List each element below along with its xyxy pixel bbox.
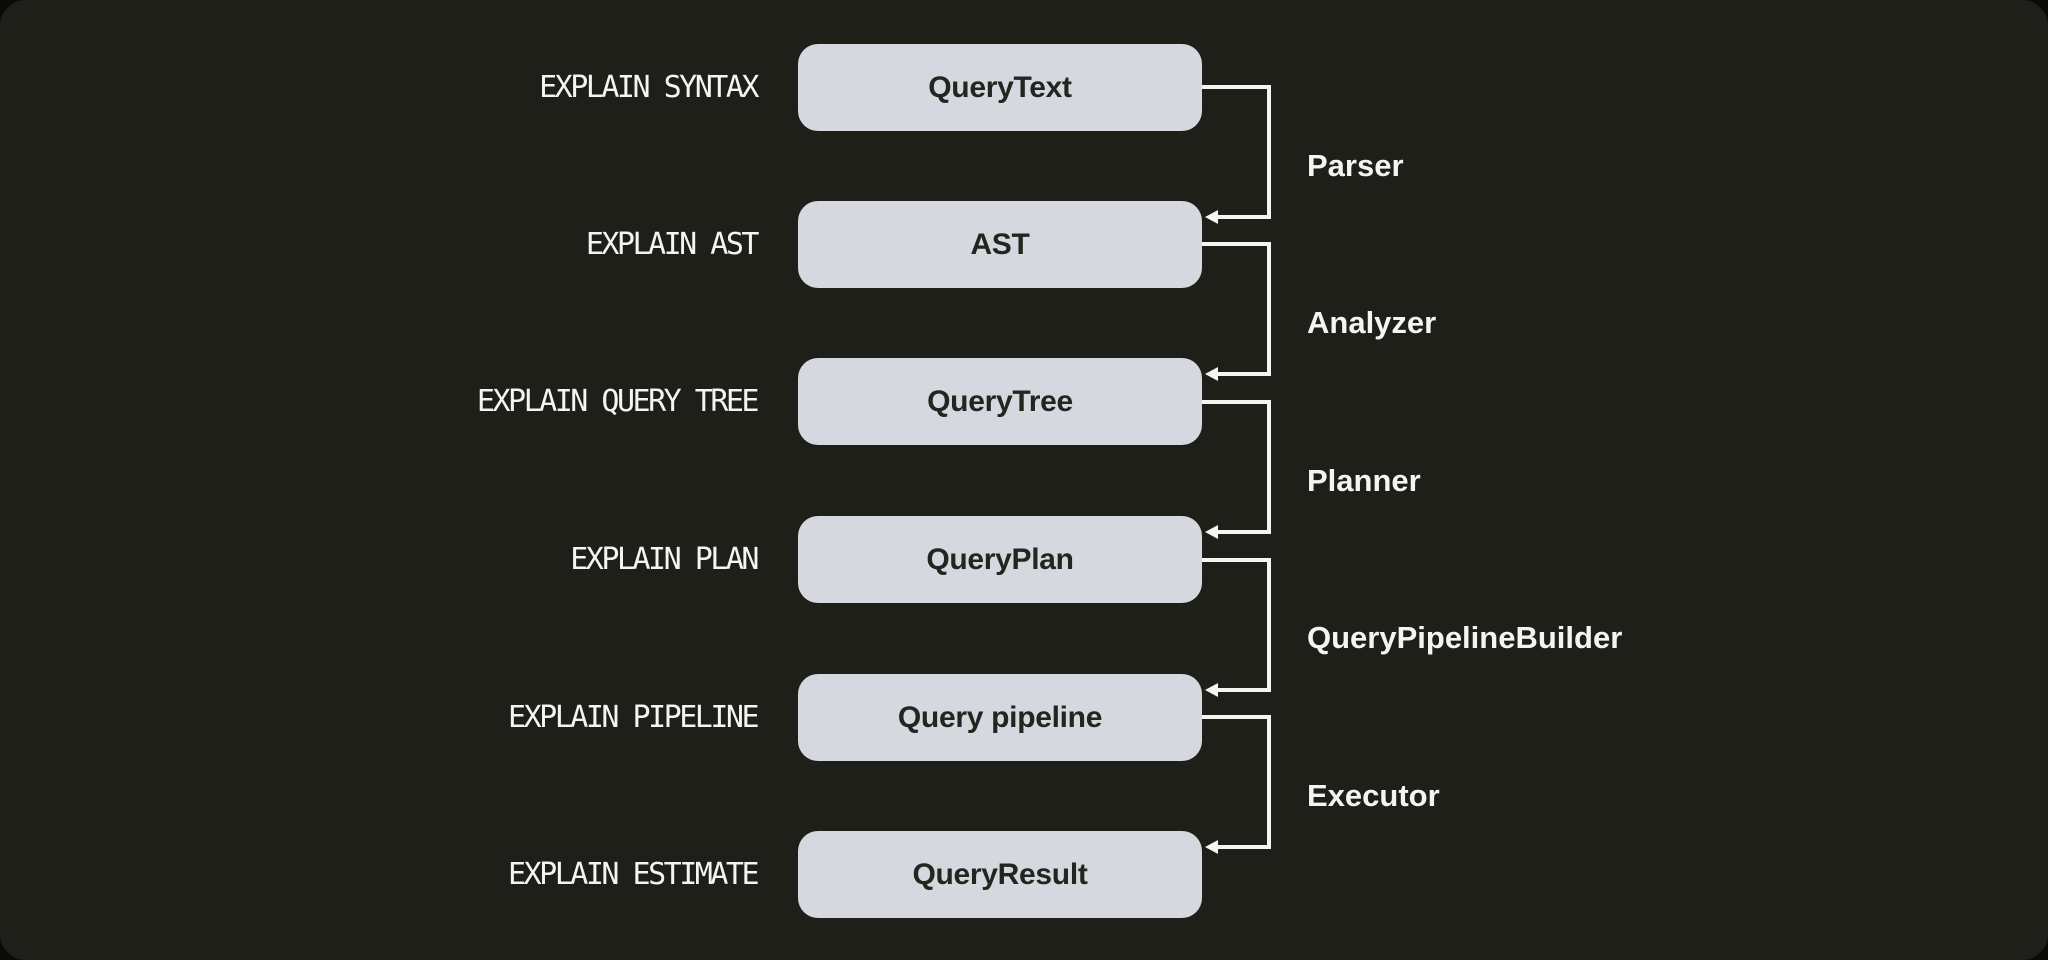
arrow-left-icon — [1205, 683, 1218, 697]
connector-line — [1267, 242, 1271, 376]
explain-command-label: EXPLAIN QUERY TREE — [476, 384, 760, 419]
connector-line — [1202, 558, 1271, 562]
connector-line — [1267, 400, 1271, 534]
stage-box-query-pipeline: Query pipeline — [798, 674, 1202, 761]
stage-box-querytree: QueryTree — [798, 358, 1202, 445]
stage-box-querytext: QueryText — [798, 44, 1202, 131]
row-querytext: EXPLAIN SYNTAX QueryText — [0, 44, 2048, 131]
stage-box-label: QueryText — [928, 70, 1072, 104]
explain-command-label: EXPLAIN PIPELINE — [508, 700, 759, 735]
transition-label-analyzer: Analyzer — [1307, 305, 1437, 340]
transition-label-planner: Planner — [1307, 463, 1421, 498]
connector-line — [1267, 715, 1271, 849]
arrow-left-icon — [1205, 367, 1218, 381]
stage-box-queryplan: QueryPlan — [798, 516, 1202, 603]
stage-box-label: QueryTree — [927, 384, 1073, 418]
connector-line — [1267, 85, 1271, 219]
row-queryresult: EXPLAIN ESTIMATE QueryResult — [0, 831, 2048, 918]
explain-command-label: EXPLAIN AST — [585, 227, 760, 262]
explain-command-label: EXPLAIN PLAN — [570, 542, 759, 577]
arrow-left-icon — [1205, 525, 1218, 539]
stage-box-label: AST — [970, 227, 1030, 261]
connector-line — [1216, 845, 1271, 849]
connector-line — [1267, 558, 1271, 692]
explain-command-label: EXPLAIN ESTIMATE — [508, 857, 759, 892]
connector-line — [1202, 85, 1271, 89]
connector-line — [1216, 688, 1271, 692]
connector-line — [1216, 215, 1271, 219]
stage-box-label: QueryResult — [912, 857, 1088, 891]
stage-box-ast: AST — [798, 201, 1202, 288]
stage-box-queryresult: QueryResult — [798, 831, 1202, 918]
row-query-pipeline: EXPLAIN PIPELINE Query pipeline — [0, 674, 2048, 761]
connector-line — [1202, 400, 1271, 404]
transition-label-querypipelinebuilder: QueryPipelineBuilder — [1307, 620, 1623, 655]
connector-line — [1216, 530, 1271, 534]
row-ast: EXPLAIN AST AST — [0, 201, 2048, 288]
arrow-left-icon — [1205, 210, 1218, 224]
transition-label-parser: Parser — [1307, 148, 1404, 183]
transition-label-executor: Executor — [1307, 778, 1440, 813]
connector-line — [1216, 372, 1271, 376]
explain-command-label: EXPLAIN SYNTAX — [539, 70, 759, 105]
stage-box-label: Query pipeline — [897, 700, 1103, 734]
row-queryplan: EXPLAIN PLAN QueryPlan — [0, 516, 2048, 603]
stage-box-label: QueryPlan — [926, 542, 1074, 576]
connector-line — [1202, 242, 1271, 246]
connector-line — [1202, 715, 1271, 719]
row-querytree: EXPLAIN QUERY TREE QueryTree — [0, 358, 2048, 445]
arrow-left-icon — [1205, 840, 1218, 854]
